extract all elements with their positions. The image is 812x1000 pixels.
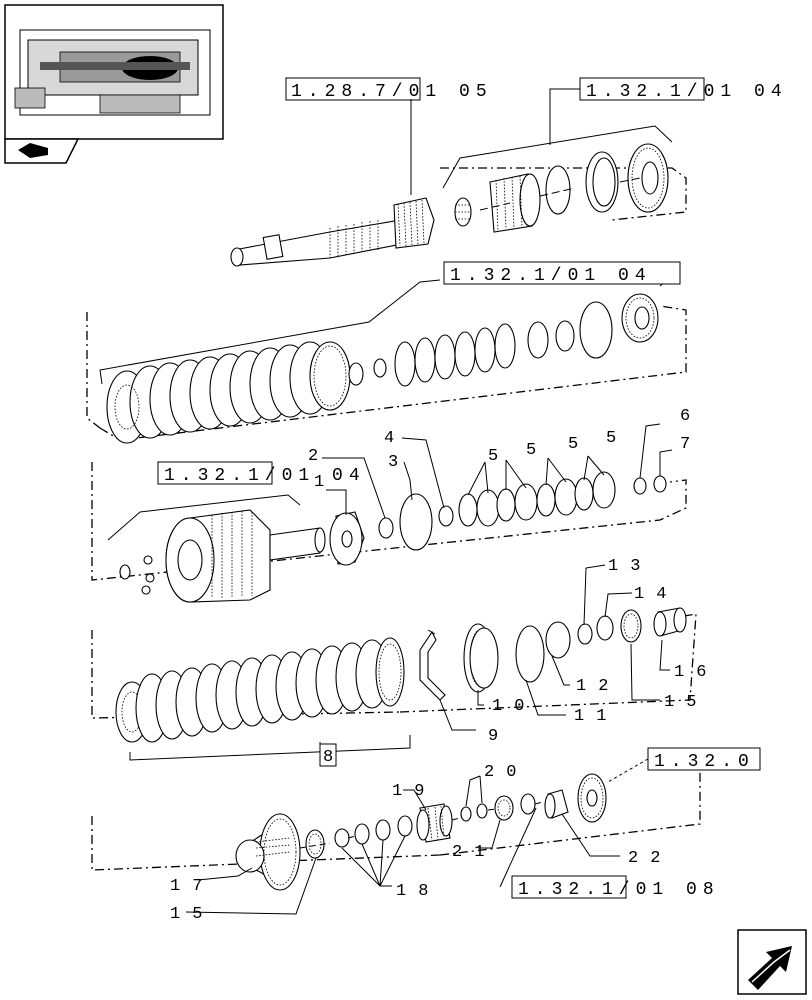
callout-3: 3	[388, 453, 398, 472]
ref-1-32-1-bottom-label: 1.32.1/01 08	[518, 880, 720, 900]
washer-4	[438, 505, 454, 527]
callout-12: 12	[576, 677, 620, 696]
callout-5a: 5	[488, 447, 498, 466]
ref-1-32-1-top-label: 1.32.1/01 04	[586, 82, 788, 102]
callout-11: 11	[574, 707, 618, 726]
callout-8: 8	[323, 748, 333, 767]
bearing-21	[494, 795, 514, 821]
spring-pack	[394, 323, 516, 387]
gear-b	[627, 143, 669, 213]
book-arrow-icon[interactable]	[4, 138, 80, 164]
piston	[329, 511, 365, 566]
ring-11	[515, 625, 545, 683]
callout-5b: 5	[526, 441, 536, 460]
ring-c	[527, 321, 549, 359]
ring-7	[653, 475, 667, 493]
transmission-thumbnail-icon[interactable]	[4, 4, 224, 140]
bearing-15	[620, 609, 642, 643]
clutch-plates-5	[458, 471, 616, 527]
washer-21b	[520, 793, 536, 815]
callout-10: 10	[492, 697, 536, 716]
ref-1-28-7-label: 1.28.7/01 05	[291, 82, 493, 102]
gear-a	[489, 173, 541, 233]
small-bearings	[119, 555, 155, 595]
clutch-pack-8	[115, 637, 405, 743]
sleeve-19	[416, 803, 453, 843]
ring-20b	[476, 803, 488, 819]
ring-12	[545, 621, 571, 659]
callout-5d: 5	[606, 429, 616, 448]
ref-1-32-0-label: 1.32.0	[654, 752, 755, 772]
callout-5c: 5	[568, 435, 578, 454]
snap-ring-9	[419, 630, 446, 701]
washer-a	[348, 362, 364, 386]
clutch-pack-1	[106, 341, 351, 444]
input-shaft	[230, 197, 435, 267]
washer-b	[373, 358, 387, 378]
callout-21: 21	[452, 843, 496, 862]
gear-10	[463, 623, 499, 693]
rings-18	[334, 815, 413, 848]
ring-d	[555, 320, 575, 352]
gear-17	[235, 813, 301, 891]
callout-14: 14	[634, 585, 678, 604]
callout-15b: 15	[170, 905, 214, 924]
ring-6	[633, 477, 647, 495]
ring-20a	[460, 806, 472, 822]
callout-15a: 15	[664, 693, 708, 712]
callout-13: 13	[608, 557, 652, 576]
ring-e	[579, 301, 613, 359]
gear-1-32-0	[577, 773, 607, 823]
callout-2: 2	[308, 447, 318, 466]
callout-1: 1	[314, 473, 324, 492]
seal-3	[399, 493, 433, 551]
bushing-16	[653, 607, 687, 637]
callout-16: 16	[674, 663, 718, 682]
synchro-ring-a	[545, 165, 571, 215]
washer-13	[577, 623, 593, 645]
bearing-14	[596, 615, 614, 641]
seal-2	[378, 517, 394, 539]
callout-19: 19	[392, 782, 436, 801]
gear-c	[621, 293, 659, 343]
needle-bearing	[454, 197, 472, 227]
callout-20: 20	[484, 763, 528, 782]
callout-18: 18	[396, 882, 440, 901]
callout-6: 6	[680, 407, 690, 426]
callout-7: 7	[680, 435, 690, 454]
callout-9: 9	[488, 727, 498, 746]
bushing-22	[544, 789, 569, 819]
callout-4: 4	[384, 429, 394, 448]
callout-22: 22	[628, 849, 672, 868]
ref-1-32-1-third-label: 1.32.1/01 04	[164, 466, 366, 486]
next-page-arrow-icon[interactable]	[737, 929, 807, 995]
clutch-drum	[165, 509, 326, 603]
callout-17: 17	[170, 877, 214, 896]
ref-1-32-1-second-label: 1.32.1/01 04	[450, 266, 652, 286]
